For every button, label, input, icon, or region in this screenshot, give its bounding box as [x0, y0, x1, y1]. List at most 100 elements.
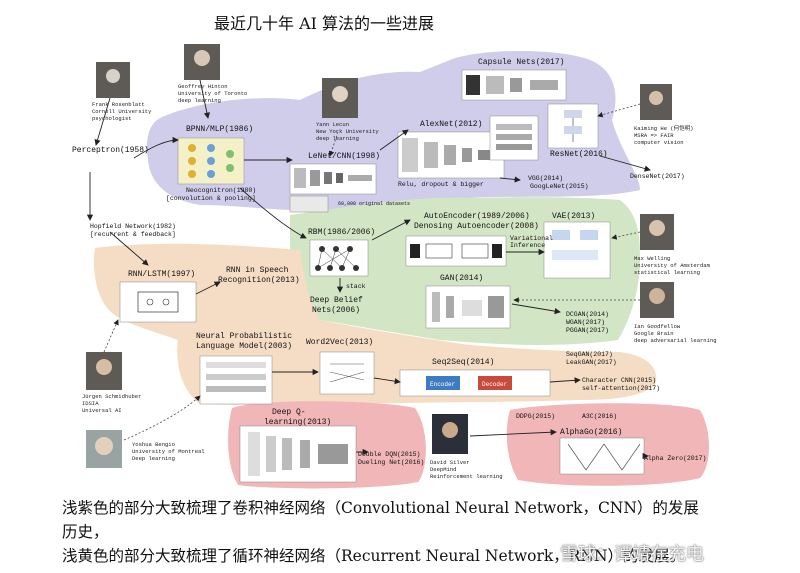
label-seqgan: SeqGAN(2017)	[566, 351, 613, 358]
autoencoder-figure	[405, 235, 507, 267]
label-inference: Inference	[510, 242, 545, 249]
label-decoder: Decoder	[482, 381, 508, 388]
arrow-resnet-densenet	[599, 155, 651, 172]
label-char-cnn: Character CNN(2015)	[582, 377, 656, 384]
portrait-bengio	[86, 430, 122, 468]
arrow-perceptron-bpnn	[133, 136, 179, 159]
label-rbm: RBM(1986/2006)	[308, 228, 375, 237]
person-silver-org: DeepMind	[430, 466, 456, 473]
label-vgg: VGG(2014)	[528, 175, 563, 182]
nplm-figure	[199, 355, 273, 405]
alexnet-figure	[397, 131, 505, 179]
person-rosenblatt-name: Frank Rosenblatt	[92, 101, 145, 108]
portrait-goodfellow	[640, 282, 674, 318]
page-title: 最近几十年 AI 算法的一些进展	[214, 14, 435, 33]
person-lecun-field: deep learning	[316, 135, 359, 142]
arrow-rbm-autoencoder	[371, 219, 411, 241]
label-dbn2: Nets(2006)	[312, 306, 360, 315]
label-alexnet: AlexNet(2012)	[420, 120, 482, 129]
person-goodfellow-field: deep adversarial learning	[634, 337, 717, 344]
caption-rnn: 浅黄色的部分大致梳理了循环神经网络（Recurrent Neural Netwo…	[62, 547, 686, 565]
lenet-figure	[289, 163, 377, 195]
label-nplm2: Language Model(2003)	[196, 342, 292, 351]
arrow-hinton-bpnn	[199, 79, 210, 119]
arrow-lecun-lenet	[328, 131, 339, 157]
rnn-lstm-figure	[119, 281, 197, 323]
label-vae: VAE(2013)	[552, 212, 595, 221]
arrow-seq2seq-charcnn	[549, 377, 581, 384]
label-seq2seq: Seq2Seq(2014)	[432, 358, 494, 367]
seq2seq-figure	[399, 369, 551, 397]
arrow-alexnet-vgg	[499, 176, 521, 183]
label-autoencoder: AutoEncoder(1989/2006)	[424, 212, 530, 221]
person-welling-field: statistical learning	[634, 269, 700, 276]
caption-cnn-cont: 历史，	[62, 523, 109, 541]
deepq-figure	[239, 425, 357, 483]
arrow-bpnn-rbm	[239, 187, 307, 239]
label-hopfield-sub: [recurrent & feedback]	[90, 231, 176, 238]
label-deepq2: learning(2013)	[264, 418, 331, 427]
person-schmidhuber-org: IDSIA	[82, 400, 99, 407]
arrow-rnn-speech	[195, 281, 221, 295]
label-densenet: DenseNet(2017)	[630, 173, 685, 180]
arrow-he-resnet	[597, 103, 641, 118]
label-googlenet: GoogLeNet(2015)	[530, 183, 589, 190]
label-dcgan: DCGAN(2014)	[566, 311, 609, 318]
arrow-bengio-nplm	[123, 395, 201, 441]
label-dueling: Dueling Net(2016)	[358, 459, 424, 466]
person-welling-org: University of Amsterdam	[634, 262, 711, 269]
person-goodfellow-org: Google Brain	[634, 330, 674, 337]
person-bengio-name: Yoshua Bengio	[132, 441, 175, 448]
label-rnn-lstm: RNN/LSTM(1997)	[128, 270, 195, 279]
label-pggan: PGGAN(2017)	[566, 327, 609, 334]
arrow-gan-dcgan	[511, 303, 561, 315]
portrait-rosenblatt	[96, 62, 130, 98]
label-lenet: LeNet/CNN(1998)	[308, 152, 380, 161]
capsule-figure	[461, 69, 567, 101]
training-images-figure	[289, 195, 329, 213]
person-he-field: computer vision	[634, 139, 684, 146]
label-rnn-speech2: Recognition(2013)	[218, 276, 300, 285]
arrow-welling-vae	[611, 231, 641, 240]
word2vec-figure	[319, 351, 375, 395]
arrow-silver-alphago	[469, 429, 557, 437]
label-deepq: Deep Q-	[272, 408, 306, 417]
label-alphazero: Alpha Zero(2017)	[644, 455, 706, 462]
portrait-hinton	[184, 44, 220, 80]
arrow-rosenblatt-perceptron	[94, 97, 111, 146]
alphago-figure	[559, 437, 645, 475]
label-word2vec: Word2Vec(2013)	[306, 338, 373, 347]
person-silver-name: David Silver	[430, 459, 470, 466]
label-alphago: AlphaGo(2016)	[560, 428, 622, 437]
label-leakgan: LeakGAN(2017)	[566, 359, 617, 366]
label-encoder: Encoder	[430, 381, 456, 388]
person-bengio-field: Deep learning	[132, 455, 175, 462]
person-schmidhuber-name: Jürgen Schmidhuber	[82, 393, 141, 400]
label-wgan: WGAN(2017)	[566, 319, 605, 326]
label-self-attention: self-attention(2017)	[582, 385, 660, 392]
person-welling-name: Max Welling	[634, 255, 670, 262]
resnet-figure	[547, 103, 599, 149]
person-he-org: MSRA => FAIR	[634, 132, 674, 139]
label-capsule: Capsule Nets(2017)	[478, 58, 564, 67]
label-bpnn: BPNN/MLP(1986)	[186, 125, 253, 134]
label-perceptron: Perceptron(1958)	[72, 146, 149, 155]
vae-figure	[543, 221, 611, 279]
person-rosenblatt-org: Cornell University	[92, 108, 152, 115]
label-alexnet-sub: Relu, dropout & bigger	[398, 181, 484, 188]
portrait-lecun	[322, 78, 358, 118]
person-hinton-field: deep learning	[178, 97, 221, 104]
person-silver-field: Reinforcement learning	[430, 473, 503, 480]
arrow-hopfield-rnn	[109, 231, 149, 266]
label-double-dqn: Double DQN(2015)	[358, 451, 420, 458]
portrait-silver	[432, 414, 468, 454]
person-he-name: Kaiming He (何恺明)	[634, 124, 693, 132]
label-rnn-speech: RNN in Speech	[226, 266, 289, 275]
bpnn-figure	[177, 137, 245, 185]
label-training-images: 60,000 original datasets	[338, 201, 410, 207]
portrait-schmidhuber	[86, 352, 122, 390]
label-stack: stack	[346, 283, 366, 290]
rbm-figure	[309, 239, 369, 277]
portrait-welling	[640, 214, 674, 250]
